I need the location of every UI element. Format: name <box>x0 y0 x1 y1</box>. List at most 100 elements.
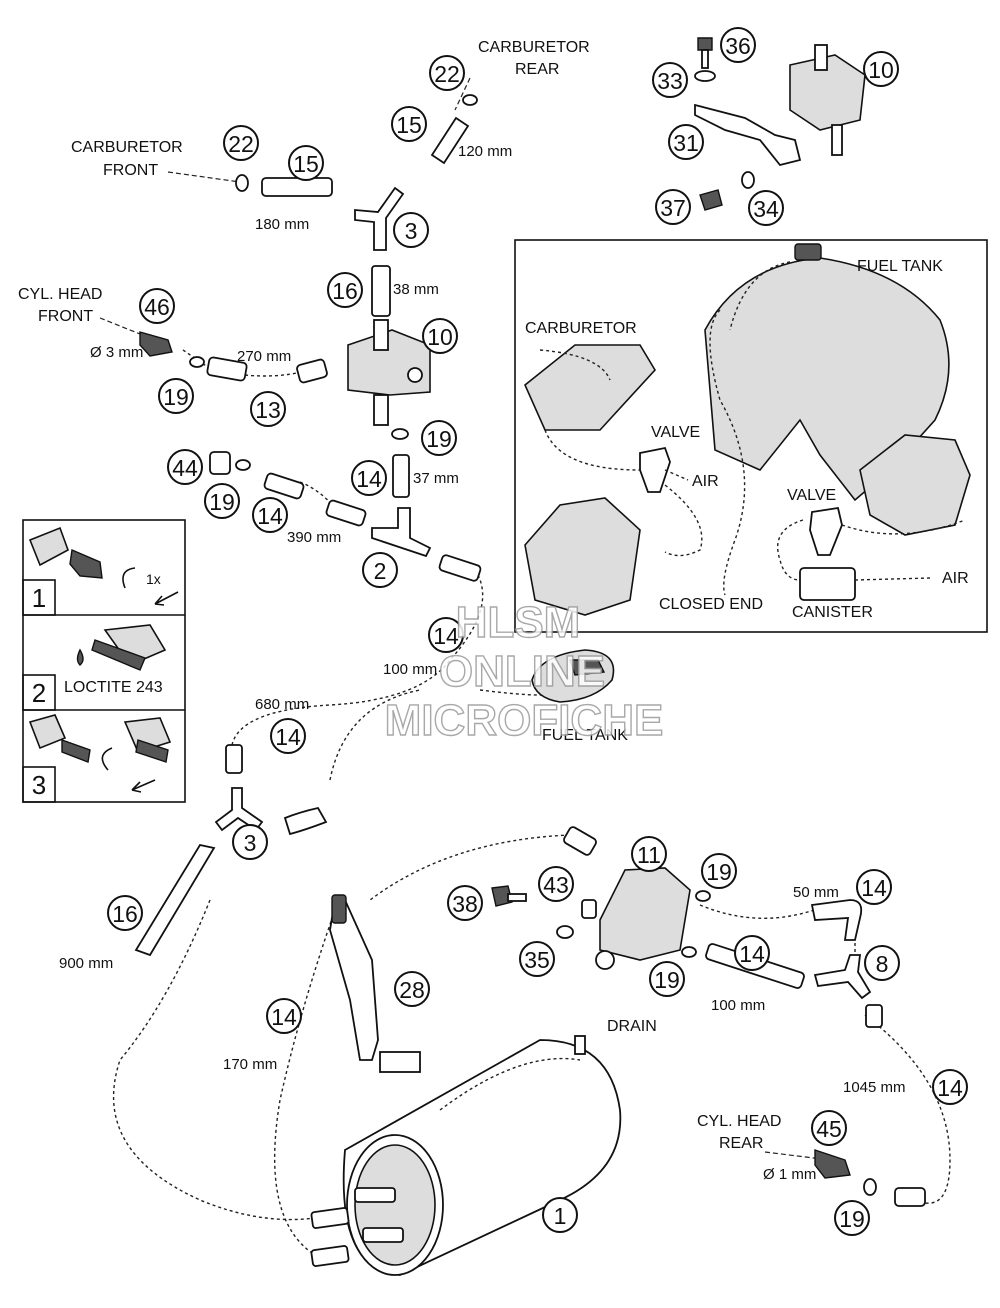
step1-rotate-arrow <box>122 567 136 589</box>
callout-14-100b: 14 <box>734 935 770 971</box>
hose-segment-rear <box>430 116 470 165</box>
callout-14-center: 14 <box>351 460 387 496</box>
hose-short <box>438 554 482 582</box>
callout-22-front: 22 <box>223 125 259 161</box>
step3-rotate-arrow <box>101 747 113 771</box>
cap-44 <box>209 451 231 475</box>
canister-hose-upper <box>310 1207 350 1229</box>
label-carb-rear-2: REAR <box>515 61 559 78</box>
svg-text:38: 38 <box>452 891 478 917</box>
canister-bracket <box>329 899 379 1061</box>
label-air-1: AIR <box>692 473 719 490</box>
callout-45: 45 <box>811 1110 847 1146</box>
clamp-left-2 <box>235 459 251 471</box>
canister-port-upper <box>354 1187 396 1203</box>
step-number-2: 2 <box>32 678 46 708</box>
step2-nipple-img <box>91 639 146 671</box>
callout-46: 46 <box>139 288 175 324</box>
meas-270: 270 mm <box>237 348 291 365</box>
fuel-tap-mount-hole <box>407 367 423 383</box>
label-valve-2: VALVE <box>787 487 836 504</box>
screw-38-shank <box>507 893 527 902</box>
meas-1045: 1045 mm <box>843 1079 906 1096</box>
svg-text:14: 14 <box>937 1075 963 1101</box>
inset-fuel-tank <box>704 257 950 502</box>
evap-canister <box>310 1035 622 1276</box>
callout-10-top: 10 <box>863 51 899 87</box>
clamp-center <box>391 428 409 440</box>
label-carb-front-1: CARBURETOR <box>71 139 183 156</box>
hose-390-b <box>325 499 367 527</box>
label-fuel-tank-small: FUEL TANK <box>542 727 628 744</box>
step3-nipple-a-img <box>61 739 91 763</box>
fuel-tap-center <box>347 329 431 396</box>
callout-19-center: 19 <box>421 420 457 456</box>
svg-text:19: 19 <box>163 384 189 410</box>
callout-31: 31 <box>668 124 704 160</box>
step3-fitting-b-img <box>123 717 172 753</box>
label-air-2: AIR <box>942 570 969 587</box>
callout-44: 44 <box>167 449 203 485</box>
callout-14-170: 14 <box>266 998 302 1034</box>
meas-900: 900 mm <box>59 955 113 972</box>
step3-fitting-a-img <box>28 714 67 750</box>
label-closed-end: CLOSED END <box>659 596 763 613</box>
svg-text:8: 8 <box>876 951 889 977</box>
screw-36-shank <box>701 49 709 69</box>
washer-35 <box>556 925 574 939</box>
callout-19-right-lower: 19 <box>649 961 685 997</box>
bracket-31 <box>694 103 802 167</box>
svg-text:15: 15 <box>293 151 319 177</box>
top-fittings <box>139 94 482 582</box>
bracket-nipple <box>331 894 347 924</box>
screw-36 <box>697 37 713 51</box>
callout-10-center: 10 <box>422 318 458 354</box>
hose-13-a <box>206 356 248 382</box>
callout-2: 2 <box>362 552 398 588</box>
svg-text:19: 19 <box>209 489 235 515</box>
step3-nipple-b-img <box>135 739 169 763</box>
inset-fuel-system <box>514 239 988 633</box>
canister-port-lower <box>362 1227 404 1243</box>
callout-3-top: 3 <box>393 212 429 248</box>
hose-390-a <box>263 472 305 500</box>
inset-engine-right <box>859 434 971 536</box>
hose-1045-end <box>865 1004 883 1028</box>
callout-36: 36 <box>720 27 756 63</box>
svg-text:10: 10 <box>868 57 894 83</box>
y-piece-lower <box>214 787 264 832</box>
drain-port <box>574 1035 586 1055</box>
callout-37: 37 <box>655 189 691 225</box>
label-valve-1: VALVE <box>651 424 700 441</box>
callout-15-rear: 15 <box>391 106 427 142</box>
meas-38: 38 mm <box>393 281 439 298</box>
inset-fuel-cap <box>794 243 822 261</box>
hose-50mm <box>810 899 863 941</box>
steps-frame <box>22 519 186 803</box>
lower-parts <box>134 744 926 1276</box>
fuel-tap-inlet <box>373 319 389 351</box>
inset-frame <box>514 239 988 633</box>
cyl-head-nipple-front <box>139 331 173 357</box>
small-fuel-tank <box>531 649 615 703</box>
fuel-tap-outlet <box>373 394 389 426</box>
watermark-line-1: HLSM <box>456 598 581 647</box>
step1-nipple-img <box>69 548 103 579</box>
svg-text:46: 46 <box>144 294 170 320</box>
meas-d3: Ø 3 mm <box>90 344 143 361</box>
fuel-tap-upper <box>789 54 866 131</box>
meas-680: 680 mm <box>255 696 309 713</box>
inset-valve-2 <box>809 506 843 556</box>
meas-180: 180 mm <box>255 216 309 233</box>
text-labels: CARBURETOR REAR CARBURETOR FRONT CYL. HE… <box>18 39 969 1183</box>
svg-text:22: 22 <box>434 61 460 87</box>
svg-text:14: 14 <box>861 875 887 901</box>
step-number-1: 1 <box>32 583 46 613</box>
meas-d1: Ø 1 mm <box>763 1166 816 1183</box>
svg-text:34: 34 <box>753 196 779 222</box>
callout-35: 35 <box>519 941 555 977</box>
svg-text:45: 45 <box>816 1116 842 1142</box>
svg-text:14: 14 <box>433 623 459 649</box>
valve-11 <box>599 867 691 961</box>
svg-text:37: 37 <box>660 195 686 221</box>
